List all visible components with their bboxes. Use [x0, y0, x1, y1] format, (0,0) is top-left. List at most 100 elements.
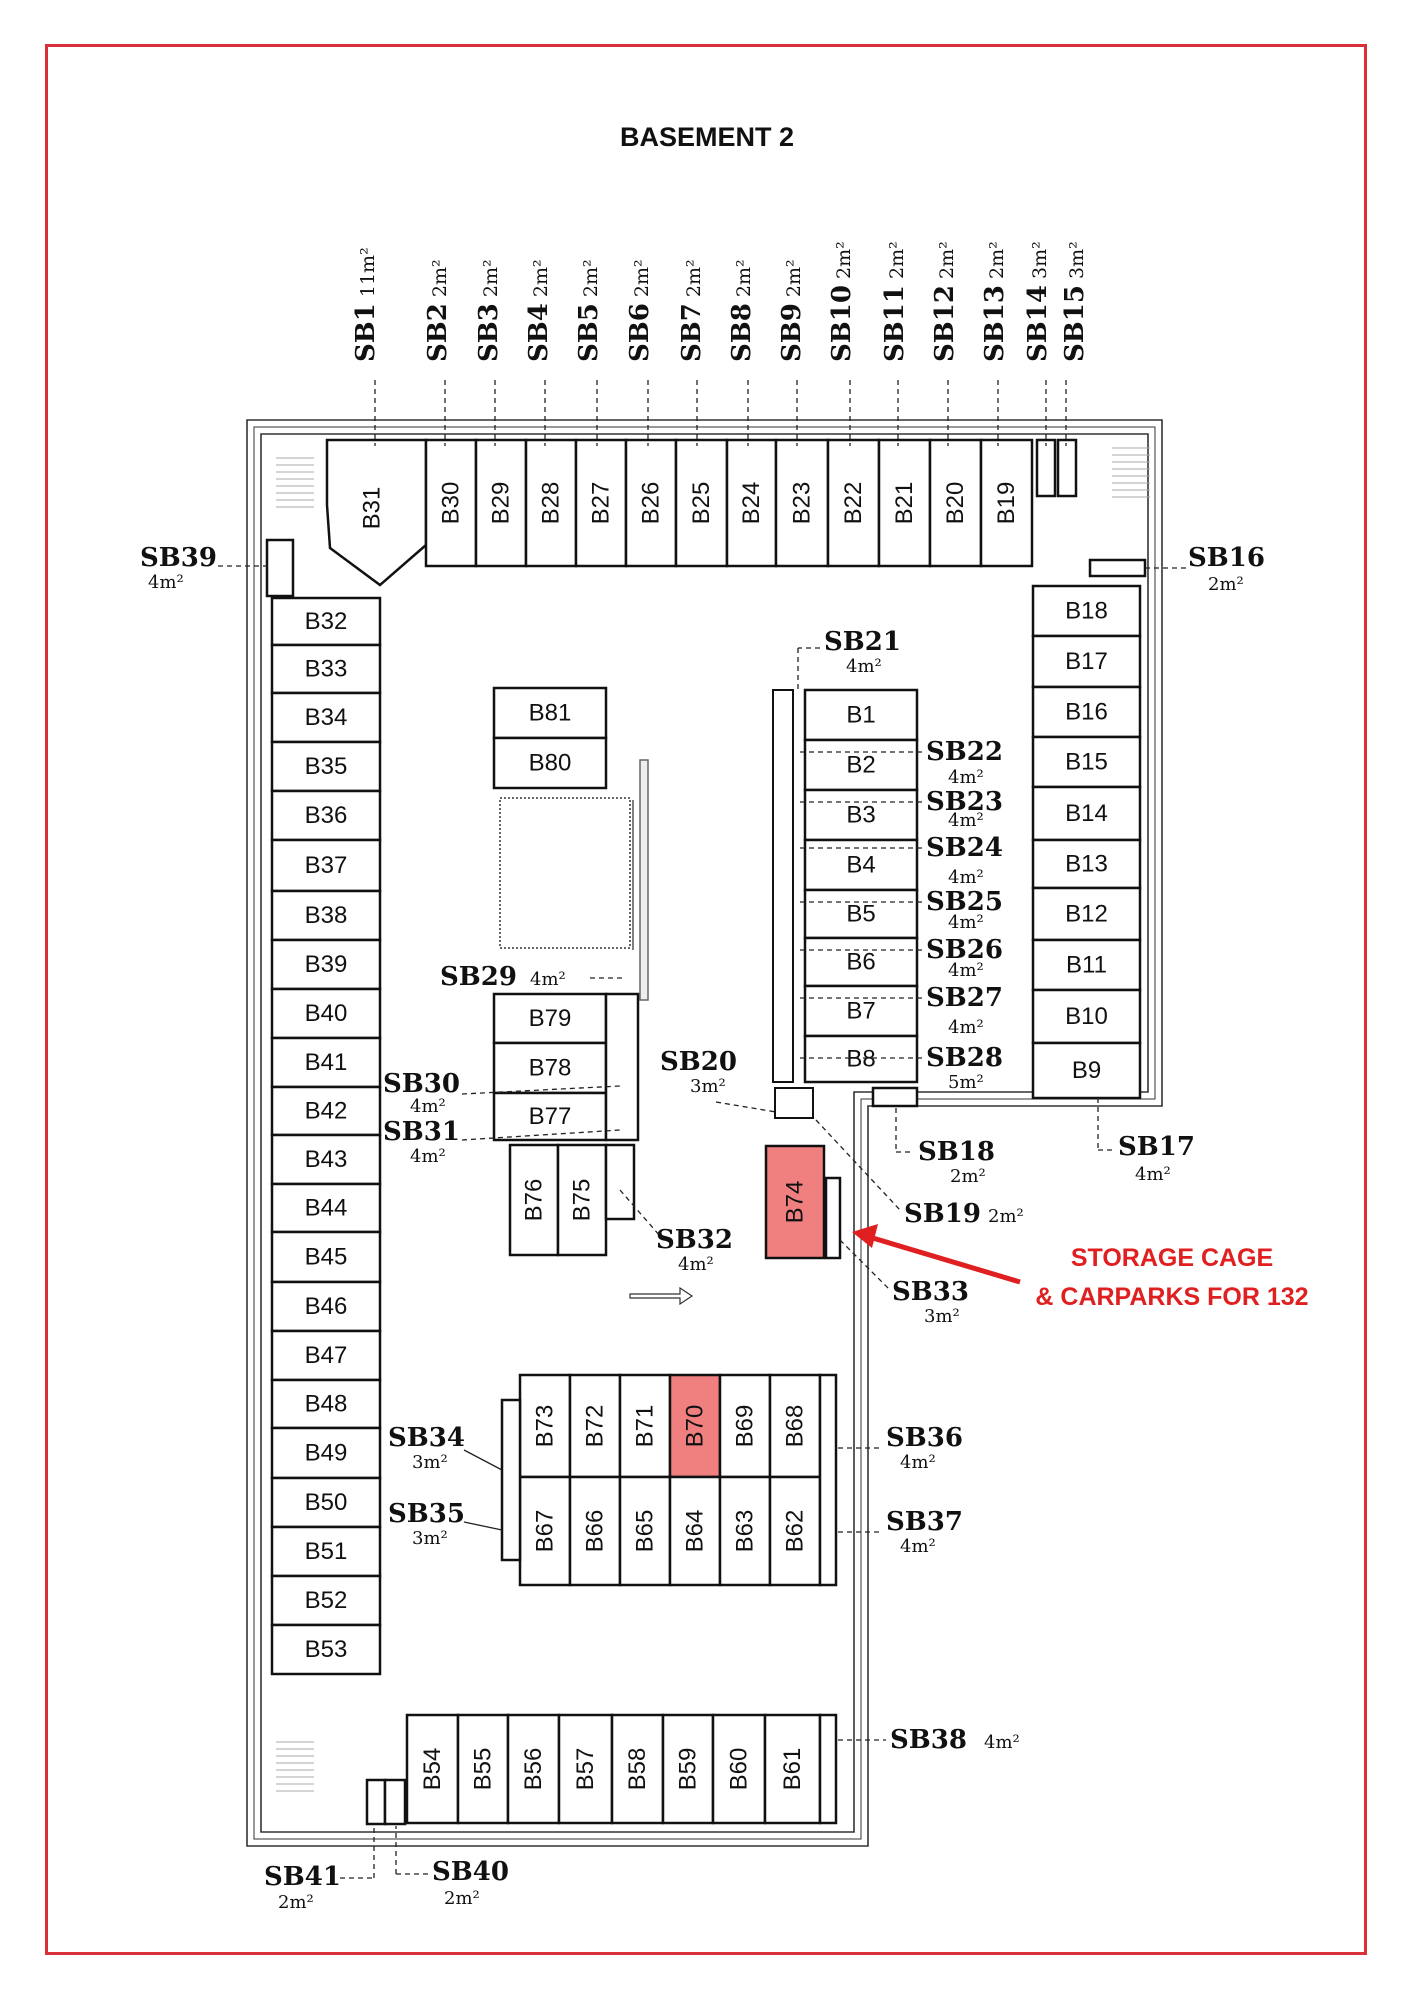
bay-b39: B39 [270, 938, 382, 991]
storage-sb14: SB14 3m² [1023, 241, 1053, 446]
cage-sb32 [604, 1143, 636, 1221]
bay-label: B8 [846, 1046, 875, 1073]
bay-b36: B36 [270, 789, 382, 842]
bay-label: B21 [891, 482, 918, 525]
annotation-line2: & CARPARKS FOR 132 [1035, 1283, 1308, 1311]
bay-label: B61 [779, 1748, 806, 1791]
stair-hatch [276, 1741, 314, 1792]
svg-text:SB2 2m²: SB2 2m² [423, 259, 453, 362]
bay-label: B68 [782, 1405, 809, 1448]
bay-label: B17 [1065, 648, 1108, 675]
svg-text:SB41: SB41 [264, 1862, 341, 1892]
svg-text:4m²: 4m² [948, 912, 984, 933]
bay-b29: B29 [474, 438, 528, 568]
bay-b22: B22 [826, 438, 881, 568]
bay-label: B52 [305, 1587, 348, 1614]
svg-text:SB16: SB16 [1188, 543, 1265, 573]
bay-b32: B32 [270, 596, 382, 647]
bay-label: B72 [582, 1405, 609, 1448]
storage-sb5: SB5 2m² [574, 259, 604, 446]
bay-b43: B43 [270, 1133, 382, 1186]
bay-label: B74 [782, 1181, 809, 1224]
bay-b60: B60 [711, 1713, 767, 1825]
bay-b69: B69 [718, 1373, 772, 1479]
bay-label: B46 [305, 1293, 348, 1320]
bay-label: B7 [846, 998, 875, 1025]
bay-label: B9 [1072, 1057, 1101, 1084]
svg-text:SB18: SB18 [918, 1137, 995, 1167]
bay-label: B14 [1065, 800, 1108, 827]
svg-text:SB38: SB38 [890, 1725, 967, 1755]
bay-b10: B10 [1031, 988, 1142, 1045]
svg-text:SB28: SB28 [926, 1043, 1003, 1073]
storage-sb11: SB11 2m² [880, 241, 910, 446]
bay-b25: B25 [674, 438, 729, 568]
svg-text:4m²: 4m² [984, 1732, 1020, 1753]
bay-b47: B47 [270, 1329, 382, 1382]
bay-label: B70 [682, 1405, 709, 1448]
bay-b15: B15 [1031, 735, 1142, 789]
bay-label: B34 [305, 704, 348, 731]
svg-text:SB24: SB24 [926, 833, 1003, 863]
bay-b6: B6 [803, 936, 919, 988]
bay-b24: B24 [725, 438, 778, 568]
bay-label: B45 [305, 1244, 348, 1271]
storage-annotation: STORAGE CAGE & CARPARKS FOR 132 [852, 1224, 1309, 1311]
bay-b51: B51 [270, 1525, 382, 1578]
bay-label: B22 [840, 482, 867, 525]
bay-b71: B71 [618, 1373, 672, 1479]
svg-text:SB39: SB39 [140, 543, 217, 573]
bay-label: B30 [438, 482, 465, 525]
storage-sb30-31 [604, 992, 640, 1142]
bay-label: B78 [529, 1055, 572, 1082]
bay-b28: B28 [524, 438, 578, 568]
svg-text:SB36: SB36 [886, 1423, 963, 1453]
bay-label: B53 [305, 1636, 348, 1663]
bay-b7: B7 [803, 984, 919, 1038]
storage-sb12: SB12 2m² [930, 241, 960, 446]
svg-text:4m²: 4m² [948, 867, 984, 888]
bay-label: B27 [588, 482, 615, 525]
svg-text:SB6 2m²: SB6 2m² [625, 259, 655, 362]
bay-b63: B63 [718, 1475, 772, 1587]
bay-label: B48 [305, 1391, 348, 1418]
bay-b35: B35 [270, 740, 382, 793]
bay-b16: B16 [1031, 685, 1142, 739]
bay-label: B71 [632, 1405, 659, 1448]
cage-sb14 [1035, 438, 1057, 498]
svg-text:4m²: 4m² [1135, 1164, 1171, 1185]
bay-label: B26 [638, 482, 665, 525]
bay-b44: B44 [270, 1182, 382, 1234]
svg-text:SB12 2m²: SB12 2m² [930, 241, 960, 362]
cage-sb38 [818, 1713, 838, 1825]
bay-b19: B19 [979, 438, 1034, 568]
storage-sb6: SB6 2m² [625, 259, 655, 446]
svg-text:4m²: 4m² [410, 1096, 446, 1117]
bay-label: B16 [1065, 699, 1108, 726]
bay-label: B29 [488, 482, 515, 525]
direction-arrow-icon [629, 1286, 694, 1306]
bay-b75: B75 [556, 1143, 608, 1257]
svg-text:SB1 11m²: SB1 11m² [351, 247, 381, 362]
bay-label: B18 [1065, 598, 1108, 625]
bay-label: B81 [529, 700, 572, 727]
svg-text:2m²: 2m² [1208, 574, 1244, 595]
svg-text:4m²: 4m² [846, 656, 882, 677]
bay-label: B62 [782, 1510, 809, 1553]
annotation-line1: STORAGE CAGE [1071, 1244, 1273, 1272]
bay-label: B33 [305, 656, 348, 683]
bay-label: B39 [305, 951, 348, 978]
bay-b57: B57 [557, 1713, 614, 1825]
svg-text:SB11 2m²: SB11 2m² [880, 241, 910, 362]
cage-sb16 [1088, 558, 1147, 578]
